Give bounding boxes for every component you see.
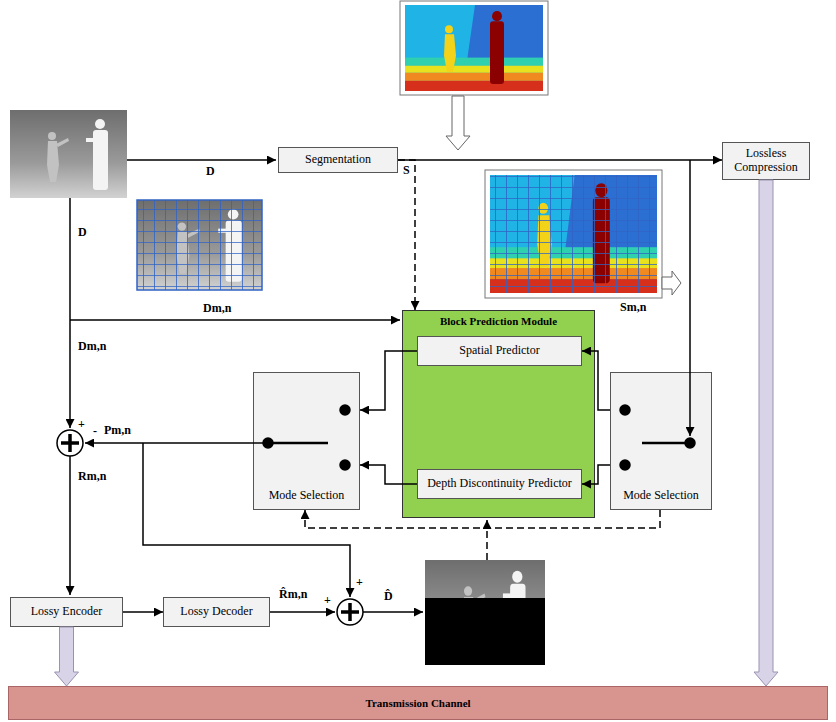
node-text: Mode Selection (269, 489, 345, 503)
module-box: Block Prediction ModuleSpatial Predictor… (402, 310, 595, 518)
node-text: Mode Selection (623, 489, 699, 503)
node-text: Lossless Compression (728, 147, 804, 175)
block-arrow (55, 627, 79, 686)
process-box: Lossy Decoder (163, 597, 270, 627)
depth-map-image (10, 110, 127, 198)
signal-label: + (78, 418, 85, 431)
node-text: Transmission Channel (365, 697, 470, 710)
process-box: Lossy Encoder (10, 597, 123, 627)
switch-box: Mode Selection (253, 372, 360, 510)
edge-label: S (403, 164, 410, 177)
connector (582, 465, 610, 484)
signal-label: D (206, 165, 215, 178)
connector (360, 351, 417, 410)
connector (123, 611, 163, 613)
connector (398, 159, 722, 161)
node-text: Block Prediction Module (440, 315, 557, 328)
signal-label: D̂ (384, 590, 393, 603)
node-text: Depth Discontinuity Predictor (427, 477, 572, 491)
connector (582, 351, 610, 410)
node-text: Segmentation (305, 153, 371, 167)
dashed-connector (398, 160, 415, 310)
signal-label: Dm,n (78, 340, 106, 353)
signal-label: + (356, 576, 363, 589)
switch-symbol (263, 405, 695, 470)
process-box: Depth Discontinuity Predictor (417, 469, 582, 499)
node-text: Spatial Predictor (459, 344, 539, 358)
switch-box: Mode Selection (610, 372, 712, 510)
signal-label: Pm,n (104, 424, 131, 437)
signal-label: D (78, 226, 87, 239)
dashed-connector (305, 510, 660, 528)
signal-wires (85, 160, 690, 443)
node-text: Lossy Decoder (180, 605, 252, 619)
signal-label: R̂m,n (279, 588, 307, 601)
signal-label: - (93, 425, 97, 438)
signal-label: Dm,n (203, 302, 231, 315)
signal-label: Rm,n (78, 470, 106, 483)
segmentation-image (400, 1, 548, 150)
process-box: Spatial Predictor (417, 336, 582, 366)
signal-label: Sm,n (620, 301, 646, 314)
node-text: Lossy Encoder (31, 605, 103, 619)
process-box: Lossless Compression (722, 142, 810, 180)
blocked-segmentation-image (485, 170, 681, 298)
connector (360, 465, 417, 484)
blocked-depth-image (137, 200, 262, 290)
block-arrow (754, 180, 778, 686)
signal-label: + (324, 594, 331, 607)
process-box: Segmentation (278, 147, 398, 173)
reconstructed-depth-image (425, 560, 545, 665)
channel-band: Transmission Channel (8, 686, 828, 720)
